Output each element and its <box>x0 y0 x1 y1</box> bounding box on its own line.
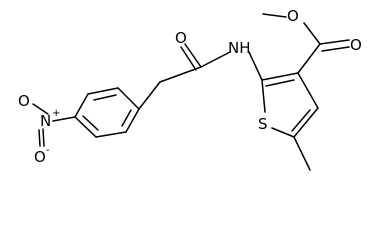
bond-ring-inner-1 <box>93 94 117 101</box>
bond-co-nh <box>200 51 231 68</box>
bond-c5-methyl <box>293 136 311 171</box>
bond-ring-3 <box>117 87 140 110</box>
atom-charge-nitro-n: + <box>52 108 60 119</box>
bond-co-double-a <box>184 43 202 68</box>
atom-label-ester-o-carbonyl: O <box>350 36 362 54</box>
atom-label-amide-o: O <box>175 29 187 47</box>
bond-ring-4 <box>125 108 140 133</box>
bond-c4-c5 <box>293 107 319 138</box>
atom-label-nitro-o-top: O <box>18 92 30 110</box>
bond-no-bottom <box>42 128 45 147</box>
atom-charge-nitro-o-bottom: - <box>46 145 50 156</box>
bond-ring-6 <box>74 116 97 138</box>
bond-o-methyl <box>262 13 287 18</box>
bond-ring-inner-2 <box>121 109 132 127</box>
bond-no-top <box>32 103 49 115</box>
bond-ring-5 <box>95 131 127 138</box>
bond-ring-1 <box>74 93 89 118</box>
bond-ester-c-o <box>303 22 321 45</box>
atom-label-nitro-n: N <box>40 112 51 130</box>
atom-label-nitro-o-bottom: O <box>34 148 46 166</box>
molecule-drawing: O N + O - O NH O O S <box>18 7 362 171</box>
bond-no-bottom-2 <box>38 129 41 147</box>
bond-c3-ester-c <box>297 43 321 74</box>
bond-co-double-b <box>180 46 197 71</box>
bond-ring-ch2 <box>138 81 161 110</box>
bond-ring-2 <box>87 87 119 95</box>
bond-ch2-co <box>159 66 202 83</box>
bond-c2-c3-inner <box>265 79 295 87</box>
bond-c3-c4 <box>297 72 319 109</box>
bond-nh-c2 <box>248 51 263 81</box>
bond-ester-co-b <box>321 46 350 52</box>
structure-canvas: O N + O - O NH O O S <box>18 7 362 171</box>
atom-label-ester-o-single: O <box>287 7 299 25</box>
bond-n-ring <box>52 116 76 122</box>
bond-c5-s <box>271 127 295 138</box>
bond-ring-inner-3 <box>82 115 99 131</box>
atom-label-thiophene-s: S <box>258 115 268 133</box>
bond-ester-co-a <box>319 39 350 45</box>
atom-label-amide-nh: NH <box>228 39 251 57</box>
bond-c4-c5-inner <box>291 109 311 132</box>
bond-s-c2 <box>261 79 266 113</box>
bond-c2-c3 <box>261 72 299 81</box>
